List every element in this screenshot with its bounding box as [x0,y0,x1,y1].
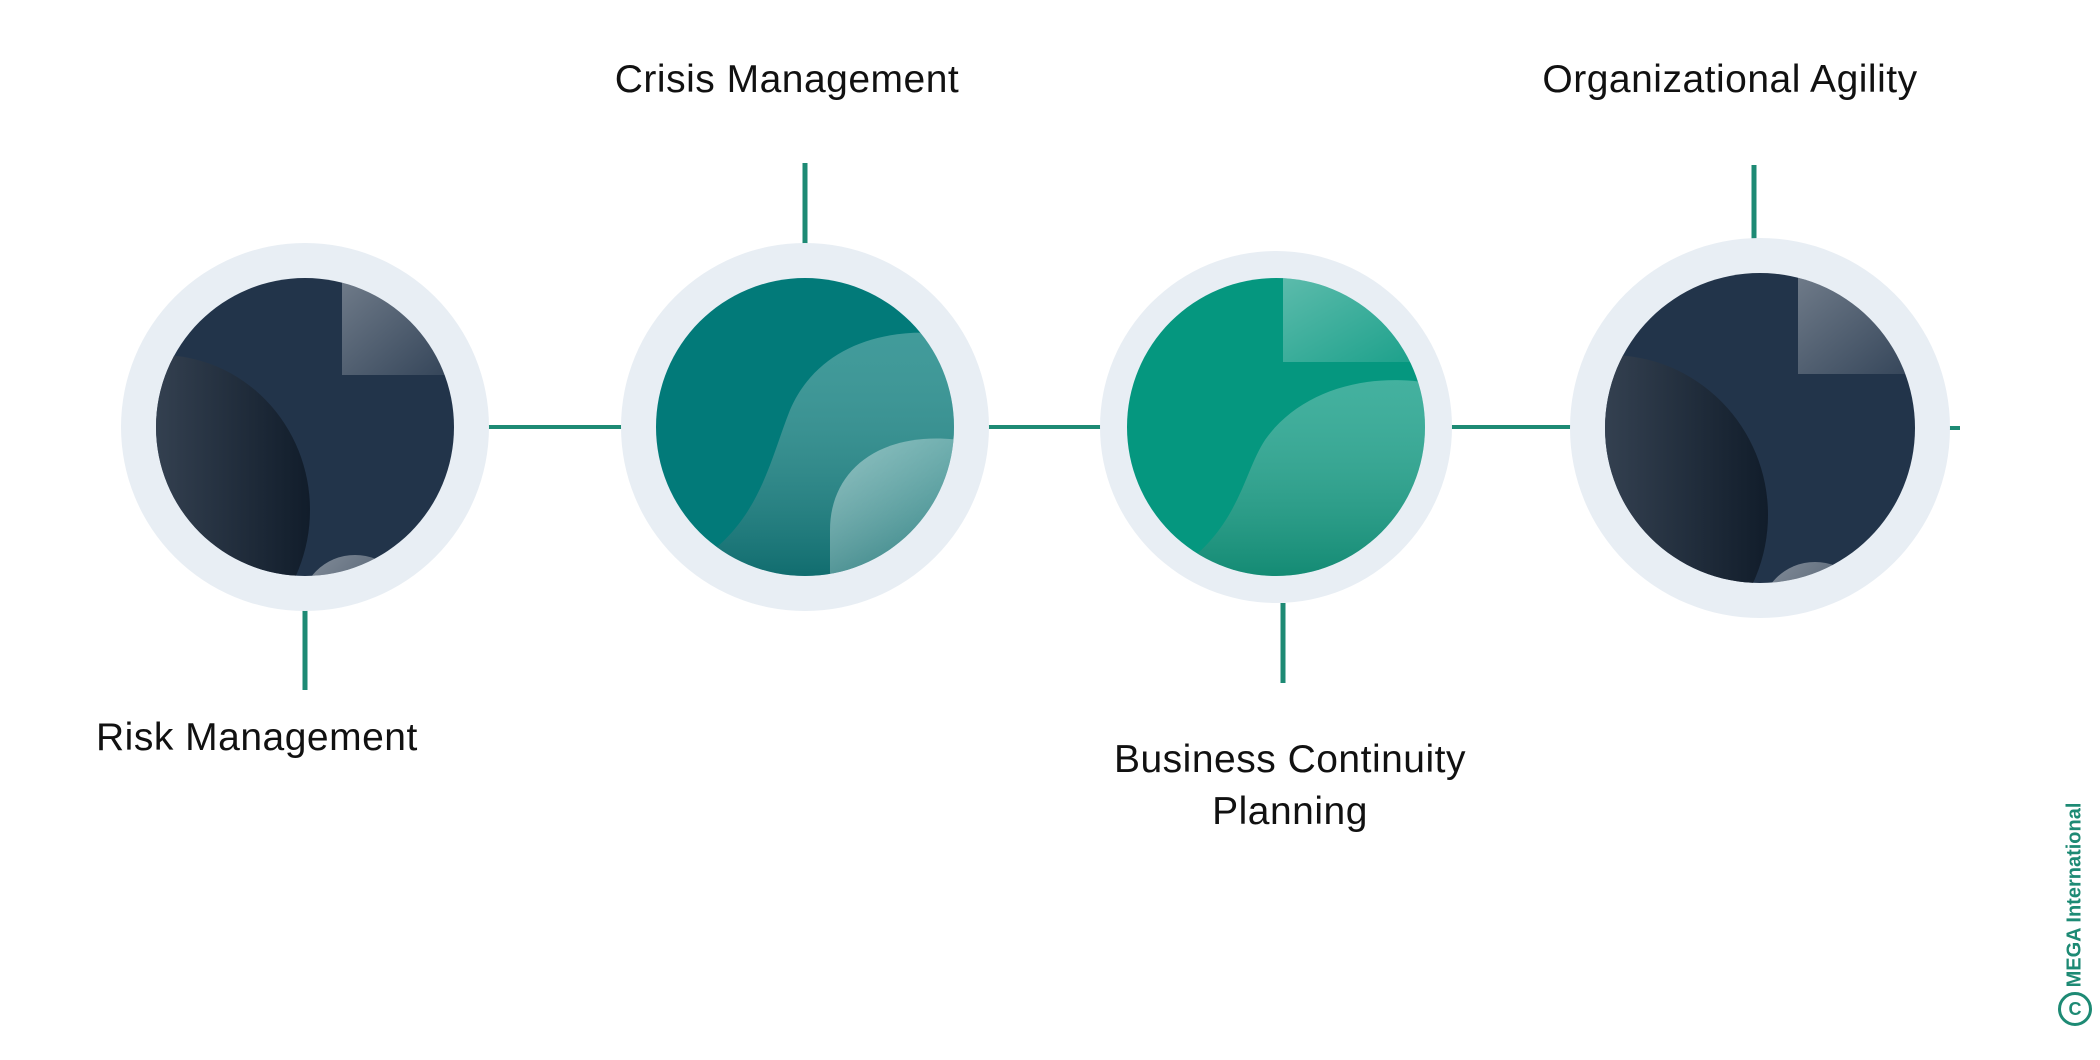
label-organizational-agility: Organizational Agility [1520,54,1940,106]
label-line-2: Planning [1090,786,1490,838]
label-crisis-management: Crisis Management [587,54,987,106]
node-business-continuity-planning [1100,251,1452,603]
watermark-text: MEGA International [2064,803,2087,988]
watermark-text-container: MEGA International [2056,820,2094,970]
node-risk-management [10,243,489,665]
label-risk-management: Risk Management [96,712,496,764]
node-organizational-agility [1452,238,1950,675]
node-crisis-management [621,243,989,611]
label-business-continuity-planning: Business Continuity Planning [1090,734,1490,838]
watermark: MEGA International C [2054,820,2100,1050]
label-line-1: Business Continuity [1090,734,1490,786]
copyright-icon: C [2058,992,2092,1026]
